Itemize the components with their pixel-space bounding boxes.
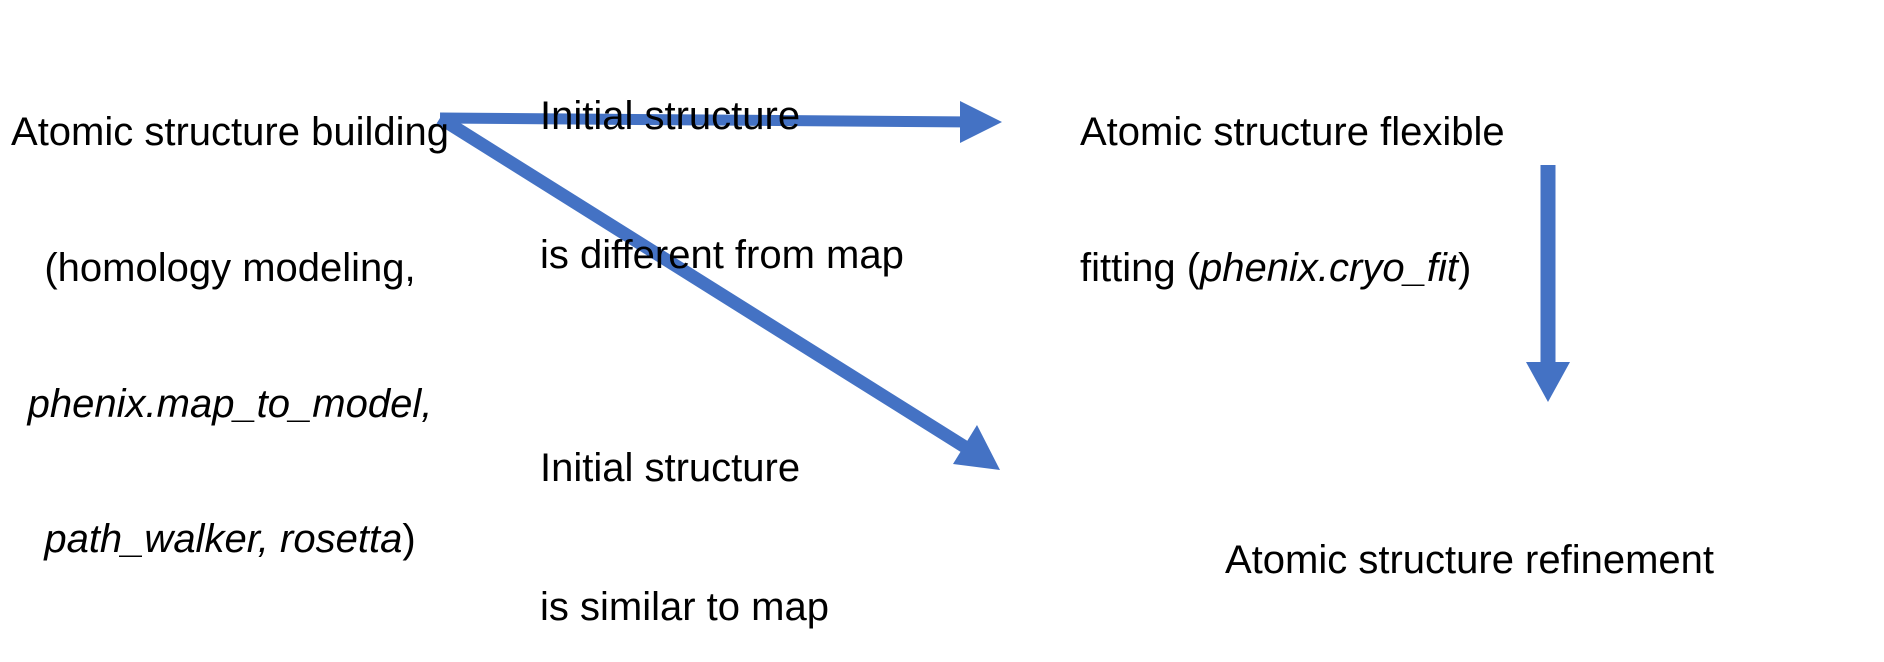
edge-label-different-line-2: is different from map xyxy=(540,232,904,277)
node-atomic-structure-building: Atomic structure building (homology mode… xyxy=(0,20,460,653)
edge-label-initial-structure-similar: Initial structure is similar to map xyxy=(540,352,940,662)
edge-label-different-line-1: Initial structure xyxy=(540,93,801,138)
edge-label-similar-line-2: is similar to map xyxy=(540,584,829,629)
edge-label-initial-structure-different: Initial structure is different from map xyxy=(540,0,940,371)
edge-label-similar-line-1: Initial structure xyxy=(540,445,801,490)
node-building-line-2: (homology modeling, xyxy=(44,245,416,290)
node-building-line-4-italic: path_walker, rosetta xyxy=(44,517,403,562)
node-fitting-line-2-pre: fitting ( xyxy=(1080,245,1201,290)
node-building-line-4-tail: ) xyxy=(402,517,416,562)
node-fitting-line-2: fitting (phenix.cryo_fit) xyxy=(1080,246,1640,291)
node-building-line-4: path_walker, rosetta) xyxy=(0,517,460,562)
node-fitting-line-2-post: ) xyxy=(1457,245,1472,290)
node-fitting-line-2-italic: phenix.cryo_fit xyxy=(1200,245,1458,290)
node-fitting-line-1: Atomic structure flexible xyxy=(1080,110,1505,155)
node-refinement-line-1: Atomic structure refinement xyxy=(1224,538,1715,583)
node-atomic-structure-flexible-fitting: Atomic structure flexible fitting (pheni… xyxy=(1080,20,1640,382)
node-building-line-1: Atomic structure building xyxy=(11,110,449,155)
node-atomic-structure-refinement: Atomic structure refinement (phenix.real… xyxy=(1055,448,1884,662)
node-building-line-3: phenix.map_to_model, xyxy=(27,381,433,426)
